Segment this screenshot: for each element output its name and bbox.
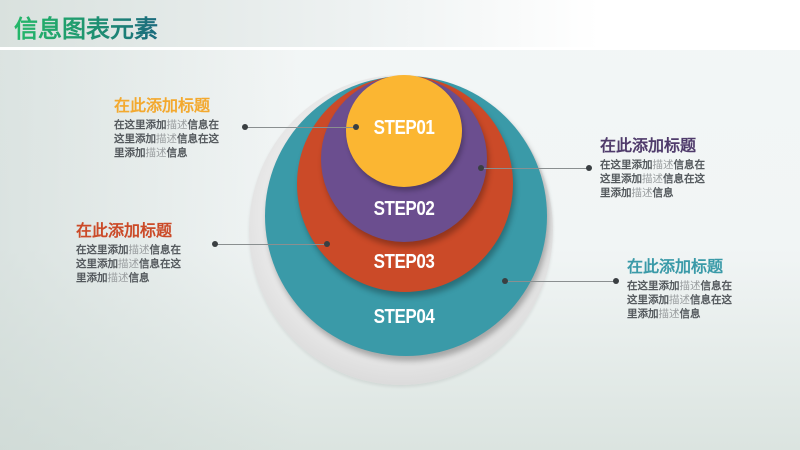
step-01-label: STEP01 xyxy=(373,117,435,139)
callout-description: 在这里添加描述信息在 这里添加描述信息在这 里添加描述信息 xyxy=(76,244,181,284)
connector-dot-1a xyxy=(242,124,248,130)
connector-line-2 xyxy=(481,168,589,169)
callout-step-04: 在此添加标题 在这里添加描述信息在 这里添加描述信息在这 里添加描述信息 xyxy=(627,257,732,321)
connector-dot-2a xyxy=(478,165,484,171)
connector-dot-4a xyxy=(502,278,508,284)
callout-title: 在此添加标题 xyxy=(600,136,697,155)
step-03-label: STEP03 xyxy=(373,251,435,273)
connector-line-4 xyxy=(505,281,616,282)
callout-title: 在此添加标题 xyxy=(114,96,211,115)
step-01-circle xyxy=(346,75,462,187)
callout-description: 在这里添加描述信息在 这里添加描述信息在这 里添加描述信息 xyxy=(627,280,732,320)
header-divider xyxy=(0,47,800,50)
page-title: 信息图表元素 xyxy=(14,9,158,44)
callout-description: 在这里添加描述信息在 这里添加描述信息在这 里添加描述信息 xyxy=(600,159,705,199)
step-02-label: STEP02 xyxy=(373,198,435,220)
callout-title: 在此添加标题 xyxy=(627,257,724,276)
connector-line-1 xyxy=(245,127,356,128)
connector-dot-1b xyxy=(353,124,359,130)
callout-step-01: 在此添加标题 在这里添加描述信息在 这里添加描述信息在这 里添加描述信息 xyxy=(114,96,219,160)
connector-dot-2b xyxy=(586,165,592,171)
connector-line-3 xyxy=(215,244,327,245)
connector-dot-3a xyxy=(212,241,218,247)
callout-step-03: 在此添加标题 在这里添加描述信息在 这里添加描述信息在这 里添加描述信息 xyxy=(76,221,181,285)
callout-description: 在这里添加描述信息在 这里添加描述信息在这 里添加描述信息 xyxy=(114,119,219,159)
callout-step-02: 在此添加标题 在这里添加描述信息在 这里添加描述信息在这 里添加描述信息 xyxy=(600,136,705,200)
connector-dot-3b xyxy=(324,241,330,247)
connector-dot-4b xyxy=(613,278,619,284)
header-bar xyxy=(0,0,800,47)
callout-title: 在此添加标题 xyxy=(76,221,173,240)
step-04-label: STEP04 xyxy=(373,306,435,328)
